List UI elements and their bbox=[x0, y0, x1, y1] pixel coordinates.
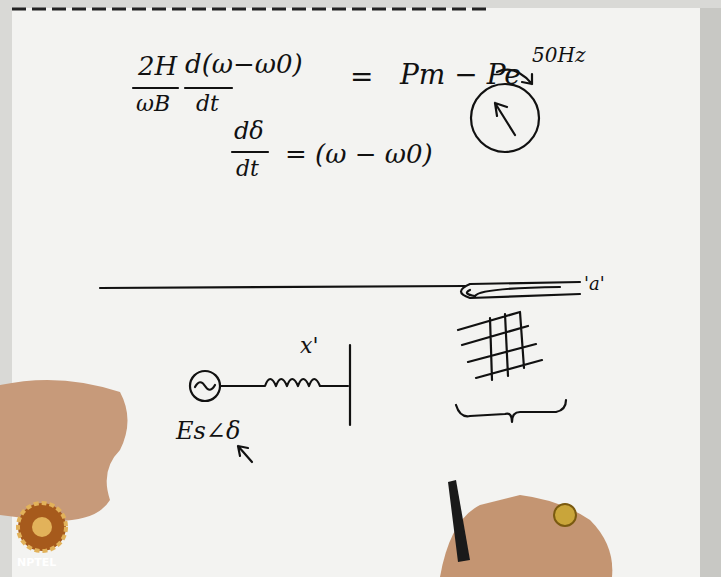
paper bbox=[12, 8, 702, 577]
handwritten-label: d(ω−ω0) bbox=[185, 50, 303, 79]
hand bbox=[0, 380, 128, 521]
pen bbox=[448, 480, 470, 562]
ring bbox=[554, 504, 576, 526]
phasor-arrow bbox=[495, 103, 515, 135]
handwritten-label: 'a' bbox=[584, 274, 605, 294]
source-symbol bbox=[190, 371, 220, 401]
brace bbox=[456, 400, 566, 422]
handwritten-label: Es∠δ bbox=[176, 418, 240, 444]
fraction-bar bbox=[232, 151, 268, 153]
rotor-circle bbox=[471, 84, 539, 152]
handwritten-label: 2H bbox=[138, 52, 177, 81]
handwritten-label: dt bbox=[236, 157, 259, 181]
hand bbox=[440, 495, 612, 577]
handwritten-label: 50Hz bbox=[532, 44, 585, 66]
separator-line bbox=[100, 286, 465, 288]
handwritten-label: dt bbox=[196, 92, 219, 116]
pointer-arrow bbox=[238, 446, 252, 462]
paper-edge bbox=[700, 8, 721, 577]
paper-top-edge bbox=[12, 8, 490, 11]
handwritten-label: dδ bbox=[234, 118, 264, 144]
logo-emblem bbox=[32, 517, 52, 537]
bus-bar bbox=[349, 345, 351, 425]
handwritten-label: x' bbox=[300, 334, 318, 358]
fraction-bar bbox=[185, 87, 232, 89]
logo-text: NPTEL bbox=[17, 557, 56, 569]
coil-loop bbox=[461, 282, 580, 298]
handwritten-label: Pm − Pe bbox=[400, 60, 521, 91]
handwritten-label: ωB bbox=[136, 92, 170, 116]
fraction-bar bbox=[133, 87, 178, 89]
reactance-coil bbox=[220, 379, 348, 386]
winding-sketch bbox=[458, 312, 542, 380]
source-tilde bbox=[195, 382, 215, 390]
logo-emblem bbox=[18, 503, 66, 551]
handwritten-label: = (ω − ω0) bbox=[285, 140, 433, 169]
handwritten-label: = bbox=[350, 62, 373, 93]
